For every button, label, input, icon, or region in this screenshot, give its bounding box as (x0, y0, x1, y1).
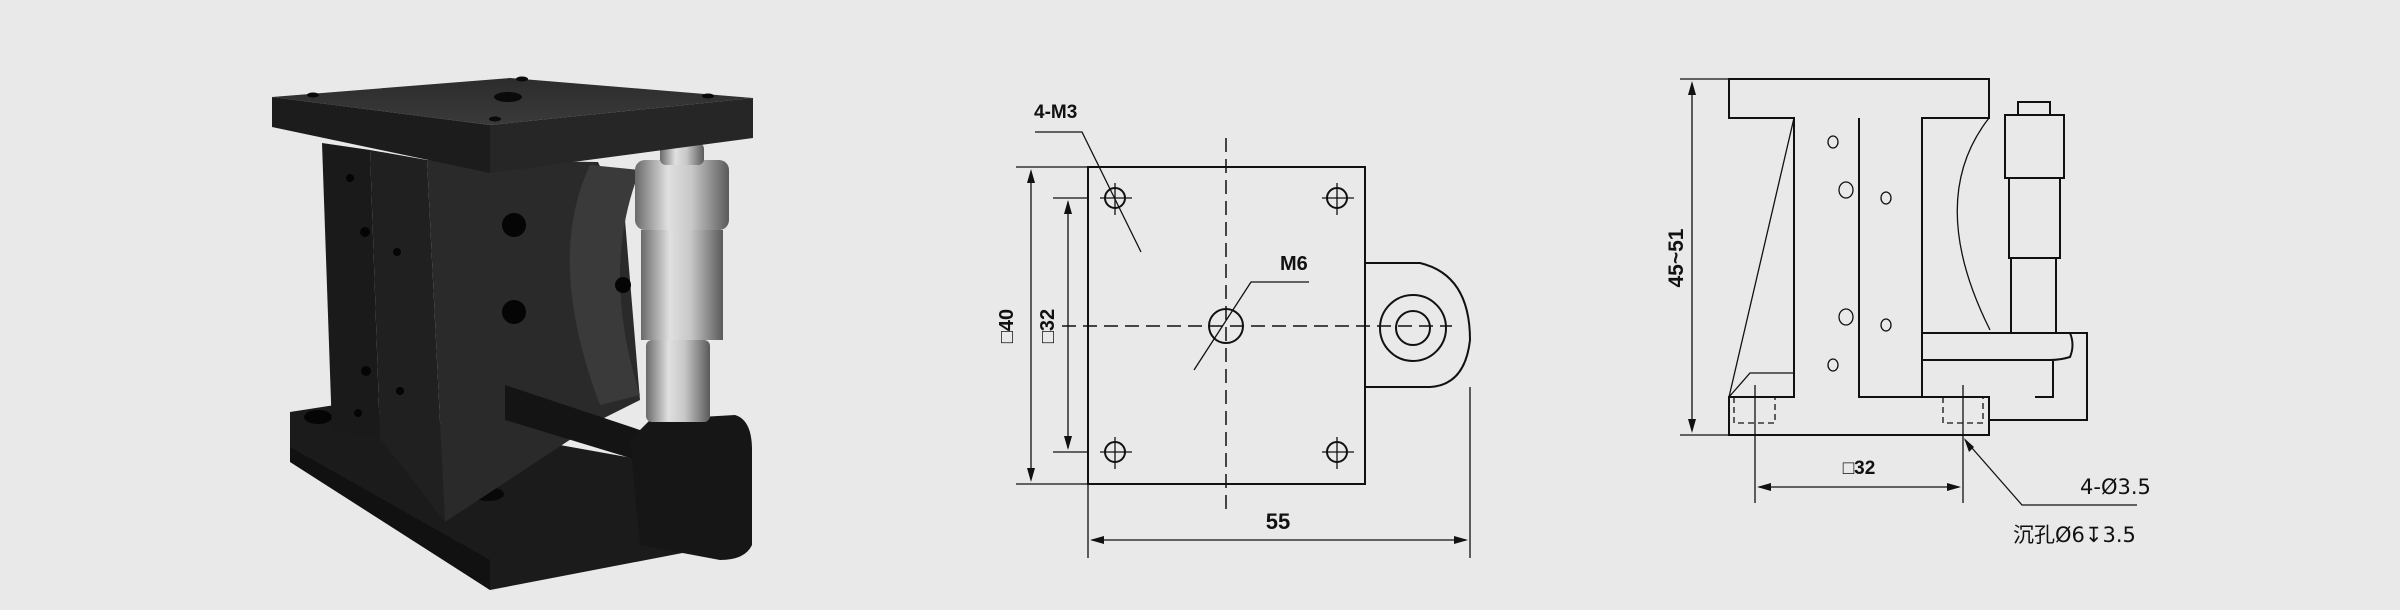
base-plate-front (290, 447, 490, 590)
arc-guide (569, 165, 640, 405)
callout-4-m3: 4-M3 (1034, 102, 1077, 123)
dim-overall-length: 55 (1266, 509, 1290, 534)
micrometer-spindle (646, 340, 710, 422)
m6-hole (1208, 308, 1244, 344)
top-plate-left (272, 97, 490, 173)
top-plate-holes (307, 76, 714, 122)
micrometer-thimble (635, 160, 729, 230)
callout-mount-holes: 4-Ø3.5 (2080, 475, 2151, 499)
top-plate-right (490, 98, 753, 173)
top-view-drawing: □40 □32 55 4-M3 M6 (996, 102, 1472, 558)
base-hole-icon (304, 410, 332, 424)
dim-height-range: 45~51 (1665, 228, 1688, 287)
ear-outline (1365, 262, 1472, 388)
side-holes-drawing (1827, 135, 1892, 372)
callout-m6: M6 (1280, 253, 1308, 275)
body-front-face (370, 150, 445, 522)
dim-outer-square: □40 (996, 309, 1018, 343)
callout-counterbore: 沉孔Ø6↧3.5 (2013, 523, 2136, 547)
side-view-drawing: 45~51 □32 4-Ø3.5 沉孔Ø6↧3.5 (1665, 78, 2151, 547)
product-render (272, 76, 753, 590)
micrometer-sleeve (641, 230, 723, 340)
dim-mount-pitch: □32 (1843, 458, 1876, 479)
body-left-face (322, 143, 380, 438)
side-holes (346, 174, 631, 417)
dim-hole-pitch: □32 (1037, 309, 1059, 343)
micrometer-housing (630, 415, 752, 560)
